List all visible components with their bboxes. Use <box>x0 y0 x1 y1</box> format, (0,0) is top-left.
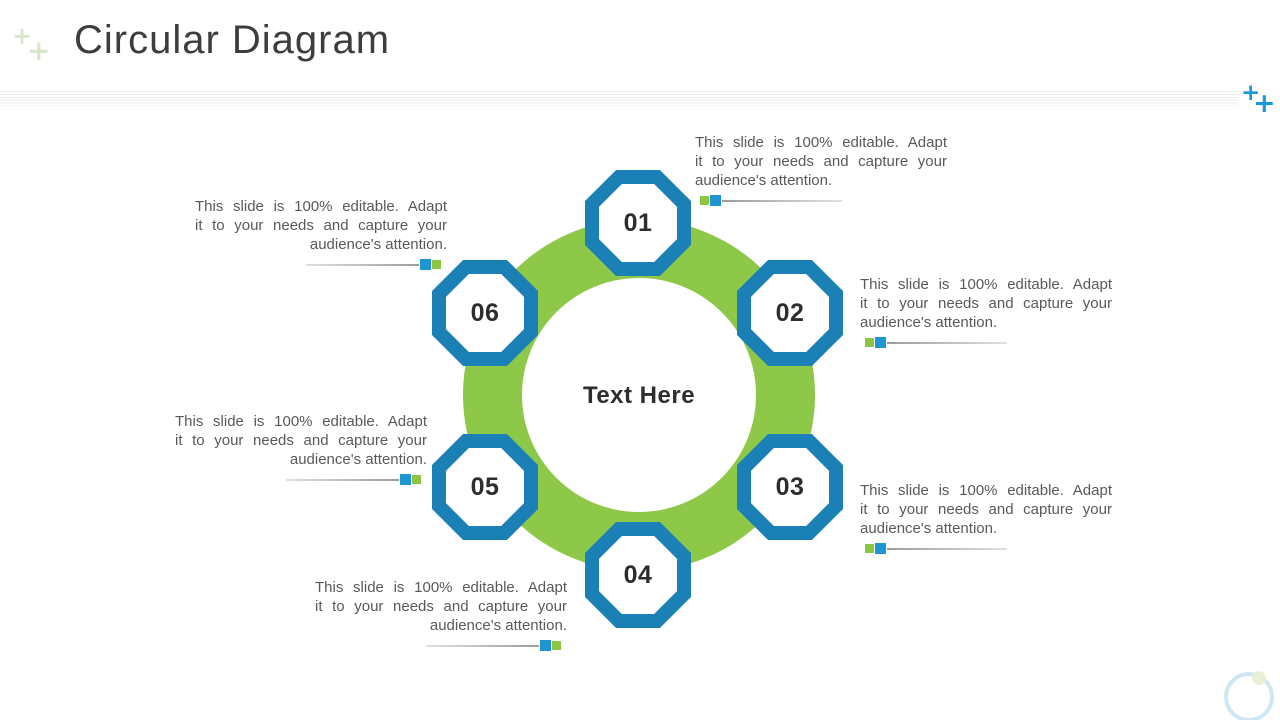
diagram-node-03: 03 <box>737 434 843 540</box>
node-number: 02 <box>775 298 805 327</box>
green-square-marker <box>412 475 421 484</box>
page-title: Circular Diagram <box>74 18 391 62</box>
node-face: 01 <box>599 184 677 262</box>
description-line: it to your needs and capture your <box>860 501 1112 518</box>
node-face: 05 <box>446 448 524 526</box>
green-square-marker <box>865 544 874 553</box>
diagram-node-01: 01 <box>585 170 691 276</box>
description-line: audience's attention. <box>289 451 427 468</box>
connector-rule <box>865 543 1007 554</box>
diagram-node-04: 04 <box>585 522 691 628</box>
leader-line <box>426 644 539 647</box>
green-square-marker <box>552 641 561 650</box>
node-description-05: This slide is 100% editable. Adapt it to… <box>175 412 427 485</box>
leader-line <box>286 478 399 481</box>
description-line: audience's attention. <box>860 314 998 331</box>
blue-square-marker <box>710 195 721 206</box>
plus-icon: + <box>1241 80 1261 106</box>
blue-square-marker <box>420 259 431 270</box>
description-line: This slide is 100% editable. Adapt <box>175 413 427 430</box>
leader-line <box>306 263 419 266</box>
plus-icon: + <box>27 34 51 67</box>
node-number: 05 <box>470 472 500 501</box>
node-number: 03 <box>775 472 805 501</box>
green-square-marker <box>865 338 874 347</box>
leader-line <box>887 341 1007 344</box>
node-number: 04 <box>623 560 653 589</box>
description-line: This slide is 100% editable. Adapt <box>695 134 947 151</box>
diagram-node-05: 05 <box>432 434 538 540</box>
leader-line <box>722 199 842 202</box>
description-line: This slide is 100% editable. Adapt <box>860 482 1112 499</box>
header-rule-lines <box>0 91 1238 106</box>
plus-icon: + <box>12 22 33 50</box>
description-line: it to your needs and capture your <box>860 295 1112 312</box>
node-description-06: This slide is 100% editable. Adapt it to… <box>195 197 447 270</box>
green-square-marker <box>432 260 441 269</box>
description-line: audience's attention. <box>309 236 447 253</box>
node-face: 04 <box>599 536 677 614</box>
blue-square-marker <box>875 543 886 554</box>
description-line: This slide is 100% editable. Adapt <box>860 276 1112 293</box>
corner-dot <box>1252 671 1266 685</box>
node-number: 06 <box>470 298 500 327</box>
description-line: it to your needs and capture your <box>695 153 947 170</box>
connector-rule <box>865 337 1007 348</box>
description-line: it to your needs and capture your <box>175 432 427 449</box>
blue-square-marker <box>540 640 551 651</box>
node-description-02: This slide is 100% editable. Adapt it to… <box>860 275 1112 348</box>
node-face: 02 <box>751 274 829 352</box>
leader-line <box>887 547 1007 550</box>
connector-rule <box>426 640 561 651</box>
node-face: 03 <box>751 448 829 526</box>
connector-rule <box>286 474 421 485</box>
description-line: audience's attention. <box>695 172 833 189</box>
connector-rule <box>700 195 842 206</box>
corner-ring <box>1224 672 1274 720</box>
plus-icon: + <box>1253 88 1276 119</box>
description-line: This slide is 100% editable. Adapt <box>195 198 447 215</box>
description-line: audience's attention. <box>860 520 998 537</box>
node-number: 01 <box>623 208 653 237</box>
corner-circle-decoration <box>1224 671 1274 720</box>
node-description-01: This slide is 100% editable. Adapt it to… <box>695 133 947 206</box>
diagram-node-06: 06 <box>432 260 538 366</box>
green-square-marker <box>700 196 709 205</box>
diagram-node-02: 02 <box>737 260 843 366</box>
node-face: 06 <box>446 274 524 352</box>
description-line: it to your needs and capture your <box>195 217 447 234</box>
connector-rule <box>306 259 441 270</box>
description-line: it to your needs and capture your <box>315 598 567 615</box>
node-description-04: This slide is 100% editable. Adapt it to… <box>315 578 567 651</box>
description-line: This slide is 100% editable. Adapt <box>315 579 567 596</box>
description-line: audience's attention. <box>429 617 567 634</box>
blue-square-marker <box>400 474 411 485</box>
diagram-center-label: Text Here <box>582 382 696 409</box>
node-description-03: This slide is 100% editable. Adapt it to… <box>860 481 1112 554</box>
blue-square-marker <box>875 337 886 348</box>
